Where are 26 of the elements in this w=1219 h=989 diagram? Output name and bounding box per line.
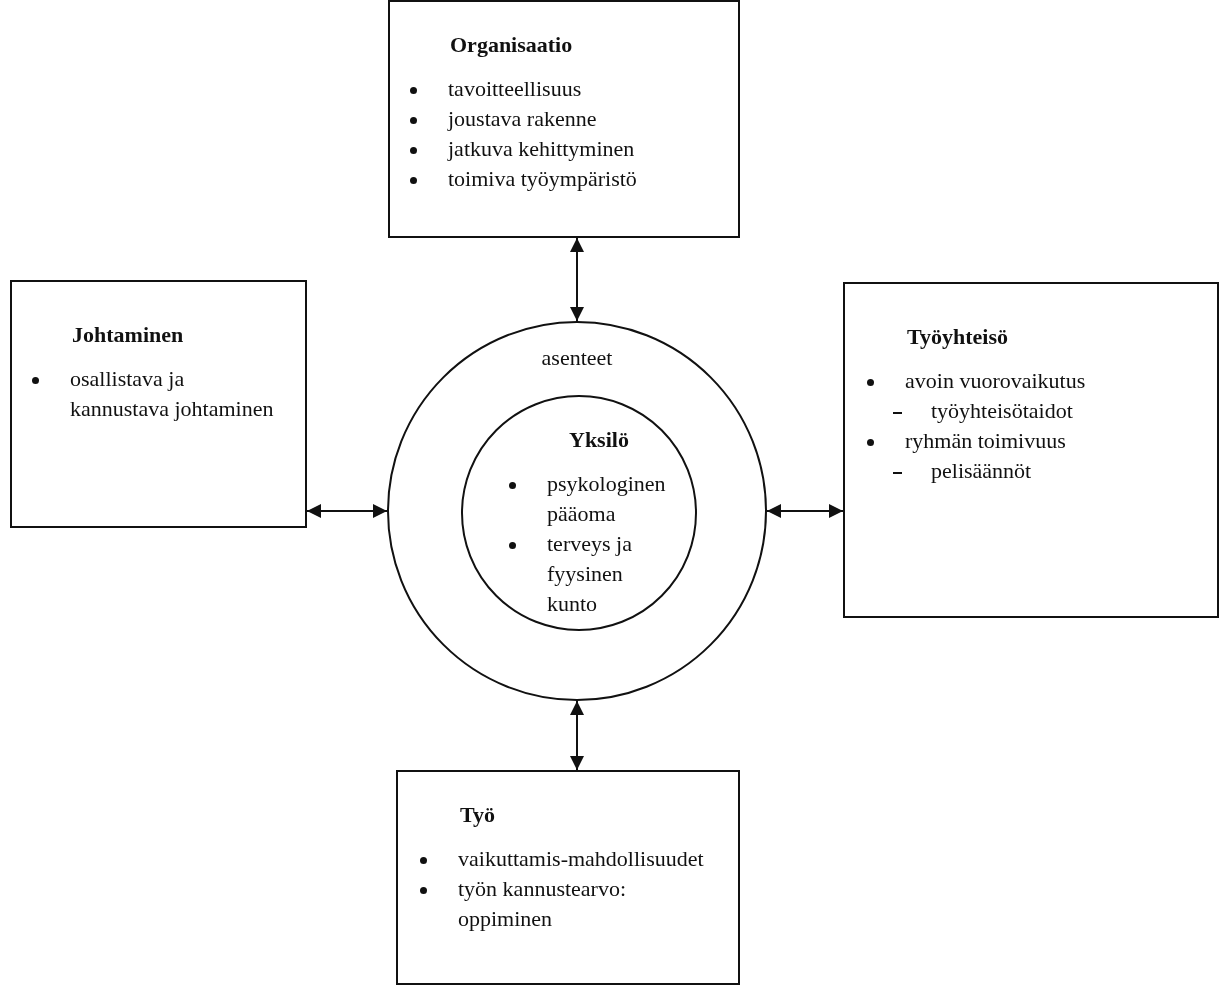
text-box (396, 770, 740, 985)
text-box (843, 282, 1219, 618)
list-item: jatkuva kehittyminen (448, 135, 635, 163)
text-box (388, 0, 740, 238)
double-arrow (306, 504, 388, 518)
list-item: työn kannustearvo: oppiminen (458, 875, 628, 933)
double-arrow (570, 237, 584, 322)
list-item: pelisäännöt (931, 457, 1032, 485)
node-heading: Työ (460, 801, 496, 829)
list-item: ryhmän toimivuus (905, 427, 1066, 455)
node-heading: Organisaatio (450, 31, 573, 59)
list-item: osallistava ja kannustava johtaminen (70, 365, 275, 423)
list-item: avoin vuorovaikutus (905, 367, 1086, 395)
list-item: terveys ja fyysinen kunto (547, 530, 633, 618)
text-box (10, 280, 307, 528)
list-item: toimiva työympäristö (448, 165, 637, 193)
list-item: tavoitteellisuus (448, 75, 582, 103)
double-arrow (570, 700, 584, 771)
circle-label: asenteet (541, 344, 613, 372)
node-heading: Työyhteisö (907, 323, 1009, 351)
node-heading: Johtaminen (72, 321, 184, 349)
double-arrow (766, 504, 844, 518)
list-item: työyhteisötaidot (931, 397, 1073, 425)
node-heading: Yksilö (569, 426, 629, 454)
list-item: vaikuttamis-mahdollisuudet (458, 845, 704, 873)
list-item: joustava rakenne (448, 105, 597, 133)
